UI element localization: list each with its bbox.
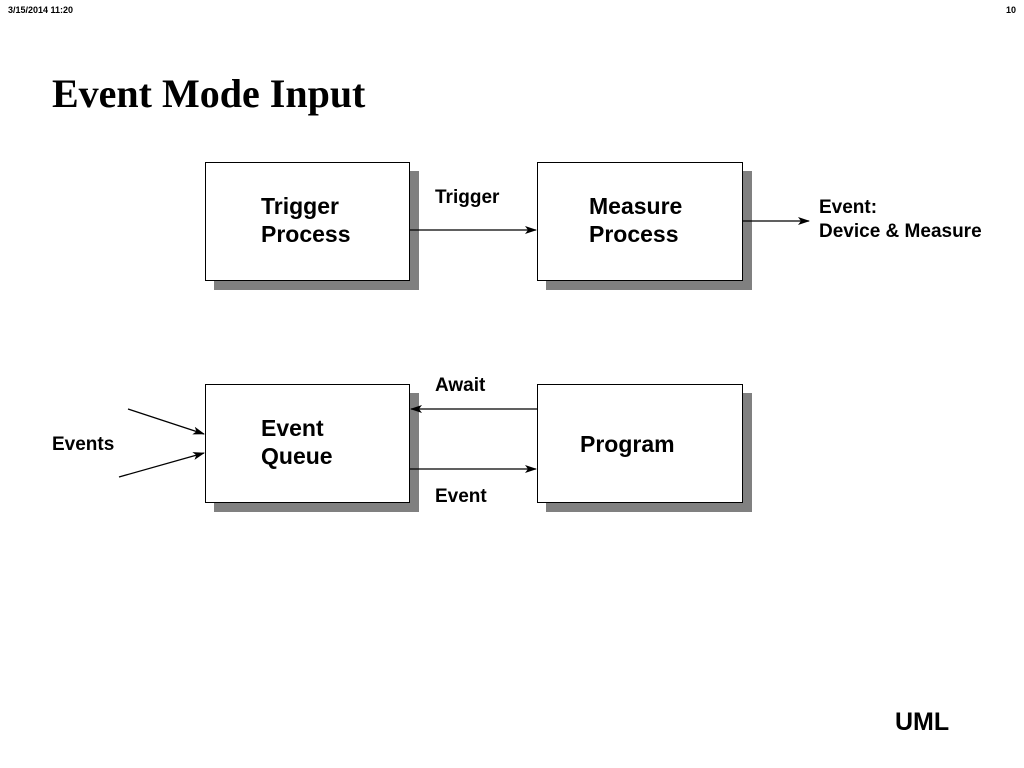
trigger-process-label: Trigger Process (261, 193, 351, 247)
event-edge-label: Event (435, 486, 487, 507)
events-input-arrow-1 (127, 408, 205, 435)
slide-title: Event Mode Input (52, 71, 366, 116)
header-date: 3/15/2014 11:20 (8, 5, 74, 15)
footer-uml-label: UML (895, 708, 950, 736)
measure-process-box (537, 162, 743, 281)
await-edge-label: Await (435, 375, 486, 396)
event-queue-box (205, 384, 410, 503)
trigger-edge-label: Trigger (435, 187, 500, 208)
event-output-label: Event: Device & Measure (819, 197, 982, 242)
event-queue-label: Event Queue (261, 415, 333, 469)
measure-process-label: Measure Process (589, 193, 683, 247)
program-box (537, 384, 743, 503)
trigger-process-box (205, 162, 410, 281)
events-input-arrow-2 (118, 452, 205, 478)
program-label: Program (580, 431, 675, 457)
page-number: 10 (1005, 5, 1016, 15)
events-input-label: Events (52, 434, 115, 455)
